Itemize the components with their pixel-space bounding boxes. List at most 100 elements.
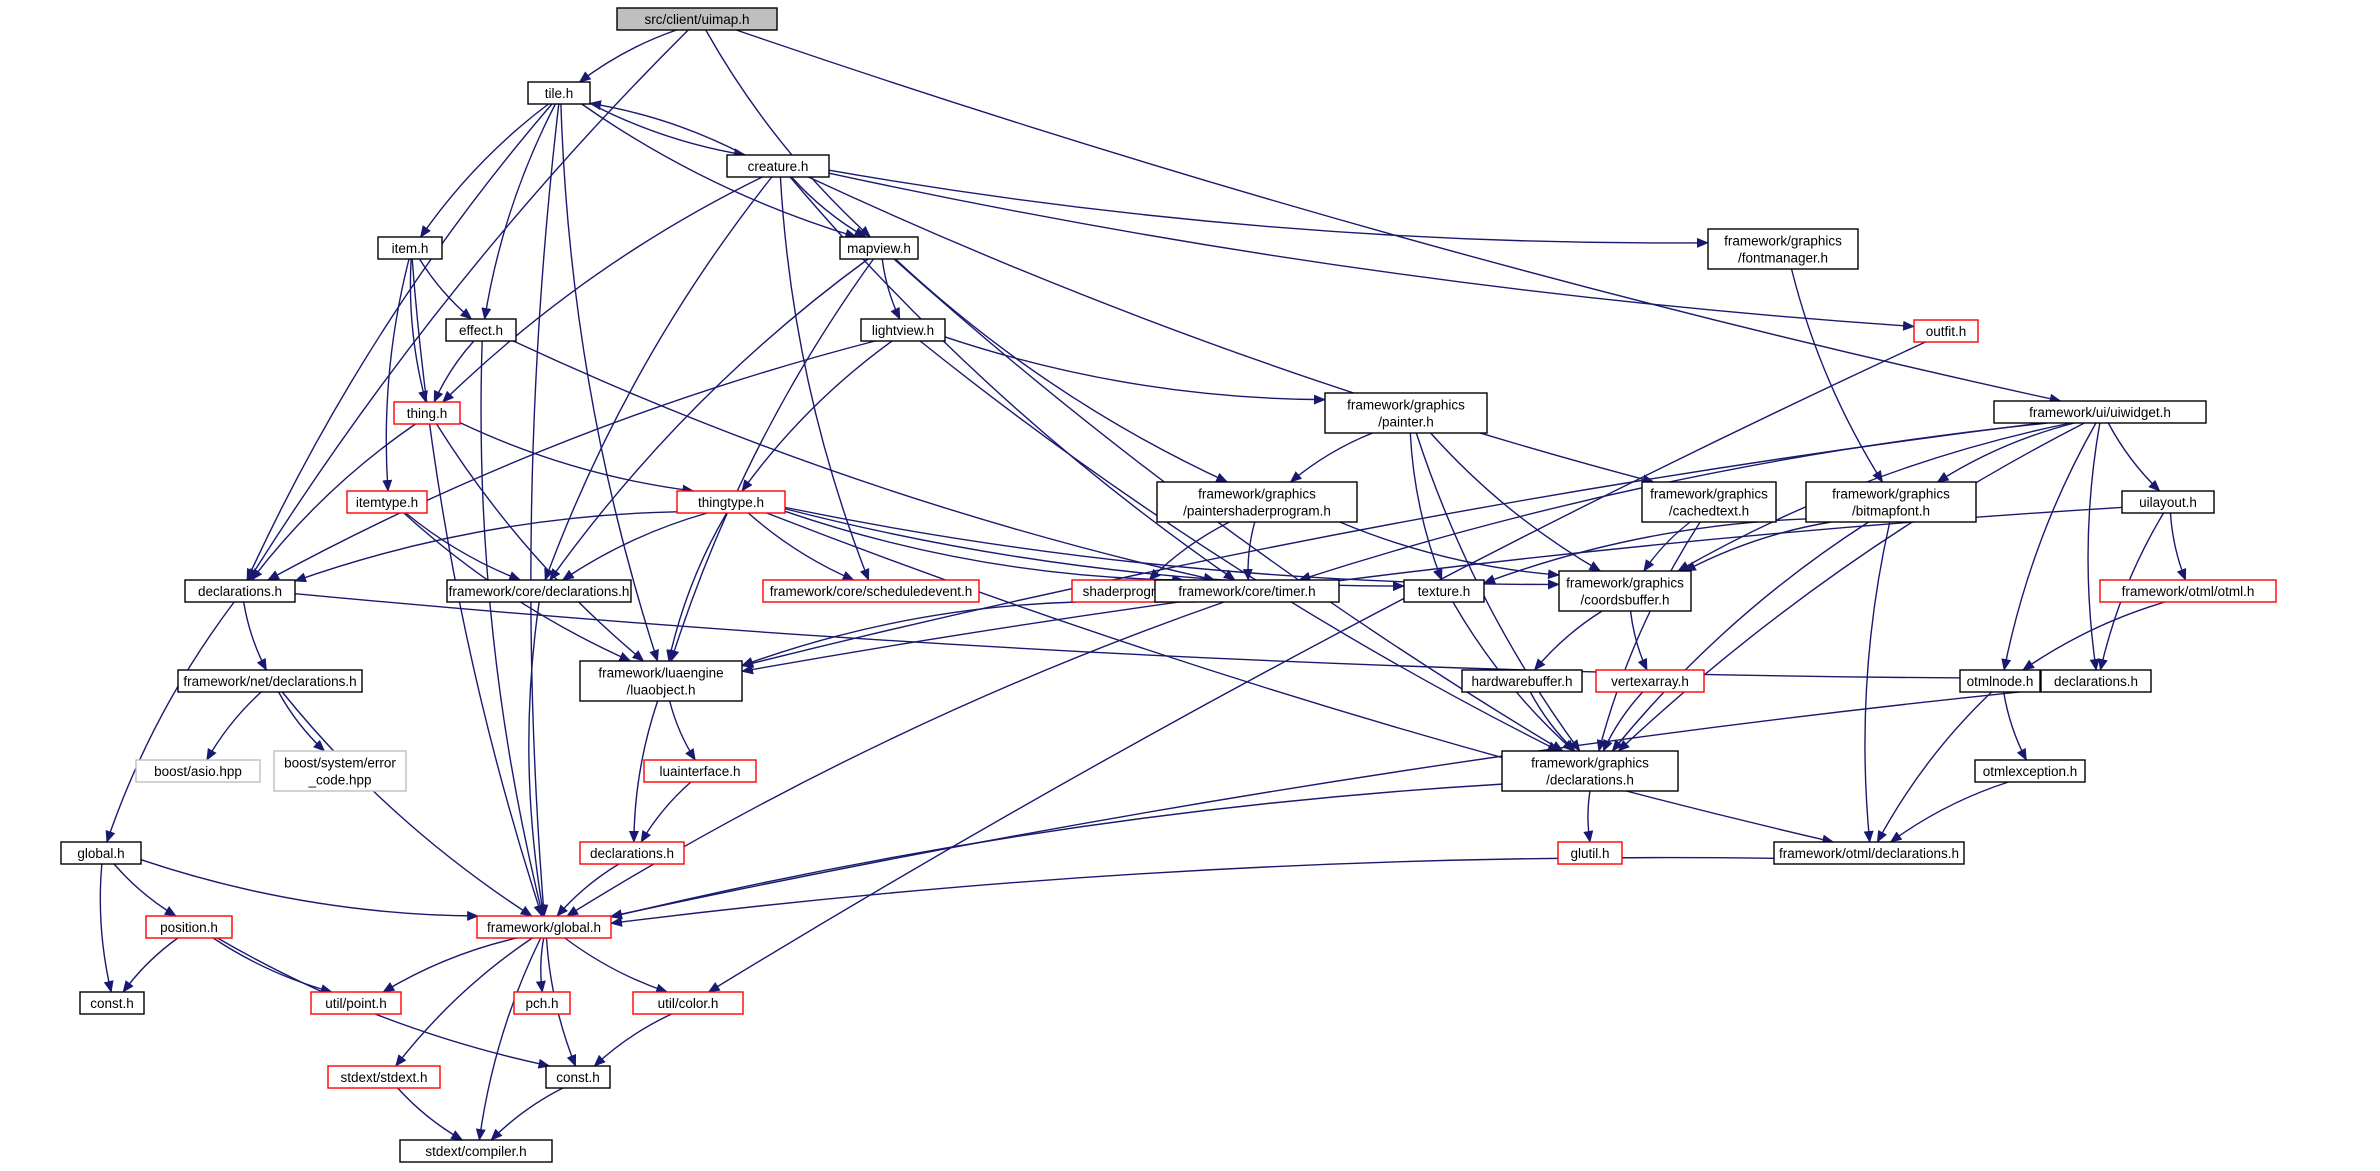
node-cachedtext[interactable]: framework/graphics/cachedtext.h bbox=[1641, 481, 1777, 523]
node-box bbox=[327, 1065, 441, 1089]
node-ui-declarations[interactable]: declarations.h bbox=[2040, 669, 2152, 693]
node-box bbox=[399, 1139, 553, 1163]
edge-thingtype-to-otml_declarations bbox=[766, 512, 1835, 845]
node-texture[interactable]: texture.h bbox=[1403, 579, 1485, 603]
node-pch[interactable]: pch.h bbox=[513, 991, 571, 1015]
edge-coordsbuffer-to-vertexarray bbox=[1629, 610, 1648, 671]
edge-thing-to-luaobject bbox=[436, 423, 645, 662]
node-stdext[interactable]: stdext/stdext.h bbox=[327, 1065, 441, 1089]
node-label: pch.h bbox=[525, 996, 558, 1011]
node-coordsbuffer[interactable]: framework/graphics/coordsbuffer.h bbox=[1558, 570, 1692, 612]
edge-luaobject-to-lua_declarations bbox=[628, 700, 659, 843]
node-fontmanager[interactable]: framework/graphics/fontmanager.h bbox=[1707, 228, 1859, 270]
node-scheduledevent[interactable]: framework/core/scheduledevent.h bbox=[762, 579, 980, 603]
node-net-declarations[interactable]: framework/net/declarations.h bbox=[177, 669, 363, 693]
edge-effect-to-timer bbox=[512, 340, 1216, 583]
node-label: util/point.h bbox=[325, 996, 387, 1011]
node-lua-declarations[interactable]: declarations.h bbox=[579, 841, 685, 865]
node-label: declarations.h bbox=[198, 584, 282, 599]
node-declarations-client[interactable]: declarations.h bbox=[184, 579, 296, 603]
node-tile[interactable]: tile.h bbox=[527, 81, 591, 105]
node-label: framework/core/timer.h bbox=[1178, 584, 1315, 599]
node-const-client[interactable]: const.h bbox=[79, 991, 145, 1015]
node-label: otmlnode.h bbox=[1967, 674, 2034, 689]
node-box bbox=[726, 154, 830, 178]
node-label: declarations.h bbox=[2054, 674, 2138, 689]
node-point[interactable]: util/point.h bbox=[310, 991, 402, 1015]
node-box bbox=[476, 915, 612, 939]
node-hardwarebuffer[interactable]: hardwarebuffer.h bbox=[1461, 669, 1583, 693]
node-label: framework/graphics bbox=[1566, 576, 1684, 591]
node-label: stdext/compiler.h bbox=[425, 1144, 526, 1159]
node-label: stdext/stdext.h bbox=[340, 1070, 427, 1085]
node-boost-asio[interactable]: boost/asio.hpp bbox=[135, 759, 261, 783]
node-luainterface[interactable]: luainterface.h bbox=[643, 759, 757, 783]
node-label: framework/graphics bbox=[1724, 234, 1842, 249]
node-painter[interactable]: framework/graphics/painter.h bbox=[1324, 392, 1488, 434]
node-bitmapfont[interactable]: framework/graphics/bitmapfont.h bbox=[1805, 481, 1977, 523]
edge-creature-to-mapview bbox=[791, 176, 867, 238]
edge-paintershader-to-timer bbox=[1242, 521, 1256, 581]
node-outfit[interactable]: outfit.h bbox=[1913, 319, 1979, 343]
node-box bbox=[377, 236, 443, 260]
node-uimap[interactable]: src/client/uimap.h bbox=[616, 7, 778, 31]
node-timer[interactable]: framework/core/timer.h bbox=[1154, 579, 1340, 603]
node-paintershader[interactable]: framework/graphics/paintershaderprogram.… bbox=[1156, 481, 1358, 523]
node-color[interactable]: util/color.h bbox=[632, 991, 744, 1015]
node-framework-global[interactable]: framework/global.h bbox=[476, 915, 612, 939]
edge-ui_declarations-to-framework_global bbox=[610, 689, 2042, 919]
node-box bbox=[1154, 579, 1340, 603]
node-box bbox=[446, 579, 632, 603]
node-itemtype[interactable]: itemtype.h bbox=[346, 490, 428, 514]
node-box bbox=[632, 991, 744, 1015]
node-item[interactable]: item.h bbox=[377, 236, 443, 260]
node-glutil[interactable]: glutil.h bbox=[1557, 841, 1623, 865]
node-position[interactable]: position.h bbox=[145, 915, 233, 939]
edge-global_client-to-const_client bbox=[99, 863, 114, 993]
node-box bbox=[1557, 841, 1623, 865]
edge-uilayout-to-otml bbox=[2169, 512, 2187, 581]
node-lightview[interactable]: lightview.h bbox=[860, 318, 946, 342]
node-thingtype[interactable]: thingtype.h bbox=[676, 490, 786, 514]
node-luaobject[interactable]: framework/luaengine/luaobject.h bbox=[579, 660, 743, 702]
node-mapview[interactable]: mapview.h bbox=[839, 236, 919, 260]
node-otml[interactable]: framework/otml/otml.h bbox=[2099, 579, 2277, 603]
node-otmlexception[interactable]: otmlexception.h bbox=[1974, 759, 2086, 783]
node-creature[interactable]: creature.h bbox=[726, 154, 830, 178]
edge-uiwidget-to-bitmapfont bbox=[1936, 422, 2075, 483]
node-compiler[interactable]: stdext/compiler.h bbox=[399, 1139, 553, 1163]
edge-bitmapfont-to-graphics_declarations bbox=[1611, 521, 1869, 752]
edge-painter-to-coordsbuffer bbox=[1430, 432, 1602, 572]
node-otml-declarations[interactable]: framework/otml/declarations.h bbox=[1773, 841, 1965, 865]
edge-lightview-to-graphics_declarations bbox=[919, 340, 1560, 752]
node-graphics-declarations[interactable]: framework/graphics/declarations.h bbox=[1501, 750, 1679, 792]
node-effect[interactable]: effect.h bbox=[445, 318, 517, 342]
node-box bbox=[310, 991, 402, 1015]
node-box bbox=[1707, 228, 1859, 270]
node-box bbox=[1501, 750, 1679, 792]
node-label: framework/ui/uiwidget.h bbox=[2029, 405, 2171, 420]
node-vertexarray[interactable]: vertexarray.h bbox=[1595, 669, 1705, 693]
node-otmlnode[interactable]: otmlnode.h bbox=[1959, 669, 2041, 693]
node-box bbox=[839, 236, 919, 260]
edge-otml-to-otmlnode bbox=[2022, 601, 2166, 671]
node-core-declarations[interactable]: framework/core/declarations.h bbox=[446, 579, 632, 603]
edge-bitmapfont-to-coordsbuffer bbox=[1683, 521, 1832, 572]
node-box bbox=[1461, 669, 1583, 693]
node-box bbox=[1403, 579, 1485, 603]
node-label: item.h bbox=[392, 241, 429, 256]
node-uilayout[interactable]: uilayout.h bbox=[2121, 490, 2215, 514]
edge-framework_global-to-stdext bbox=[395, 937, 533, 1067]
node-global-client[interactable]: global.h bbox=[60, 841, 142, 865]
edge-uiwidget-to-uilayout bbox=[2107, 422, 2161, 492]
node-uiwidget[interactable]: framework/ui/uiwidget.h bbox=[1993, 400, 2207, 424]
edge-creature-to-core_declarations bbox=[544, 176, 773, 581]
node-box bbox=[1805, 481, 1977, 523]
node-box bbox=[762, 579, 980, 603]
node-const-fw[interactable]: const.h bbox=[545, 1065, 611, 1089]
edge-effect-to-framework_global bbox=[480, 340, 546, 917]
node-thing[interactable]: thing.h bbox=[393, 401, 461, 425]
node-boost-error[interactable]: boost/system/error_code.hpp bbox=[273, 750, 407, 792]
edge-paintershader-to-coordsbuffer bbox=[1339, 521, 1560, 580]
node-box bbox=[860, 318, 946, 342]
